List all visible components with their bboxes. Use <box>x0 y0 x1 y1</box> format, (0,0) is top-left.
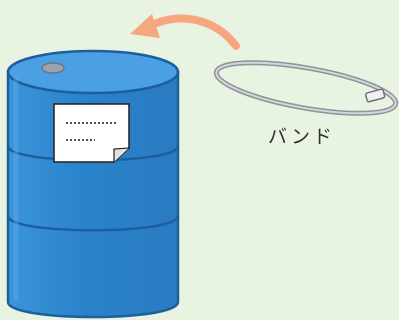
oil-drum-icon <box>8 51 178 317</box>
label-sheet-icon <box>53 103 130 163</box>
band-label: バンド <box>268 124 348 150</box>
band-ring-icon <box>213 53 399 124</box>
curved-arrow-icon <box>130 14 236 46</box>
